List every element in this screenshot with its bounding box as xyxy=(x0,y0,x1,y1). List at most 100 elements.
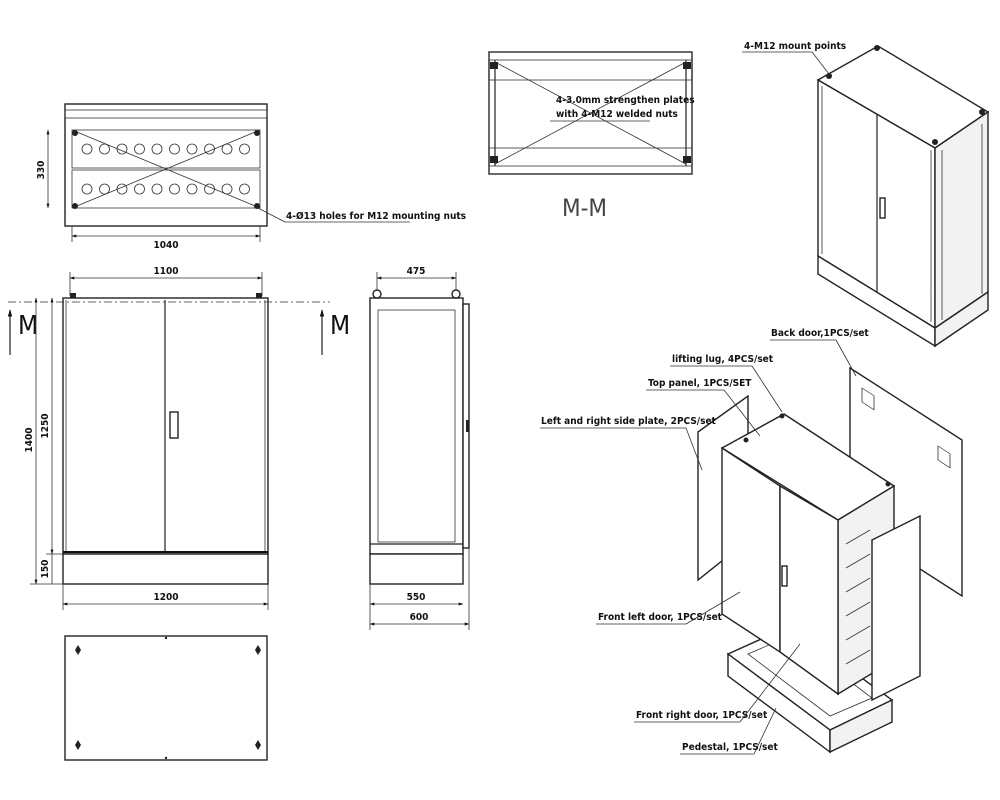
plan-mount-point xyxy=(75,645,81,655)
cable-hole xyxy=(134,143,145,155)
mounting-hole xyxy=(254,130,260,136)
section-mark-left: M xyxy=(18,311,38,341)
dim-1250: 1250 xyxy=(40,413,51,438)
dim-1040: 1040 xyxy=(153,240,178,251)
dim-475: 475 xyxy=(407,266,426,277)
cable-hole xyxy=(99,143,110,155)
cable-hole xyxy=(221,183,233,195)
holes-note: 4-Ø13 holes for M12 mounting nuts xyxy=(286,210,466,222)
mounting-hole xyxy=(72,203,78,209)
top-view-upper-plate xyxy=(71,129,261,169)
cable-hole xyxy=(169,143,180,155)
label-top-panel: Top panel, 1PCS/SET xyxy=(648,378,752,389)
mount-point xyxy=(932,139,938,145)
section-top-rail xyxy=(488,51,693,61)
label-side-plate: Left and right side plate, 2PCS/set xyxy=(541,416,717,427)
leader-line xyxy=(739,643,801,723)
cable-hole xyxy=(169,183,180,195)
welded-nut xyxy=(683,156,691,163)
mounting-hole xyxy=(254,203,260,209)
cable-hole xyxy=(204,143,215,155)
lifting-lug xyxy=(885,481,891,487)
dim-600: 600 xyxy=(410,612,429,623)
plan-center-mark xyxy=(164,756,168,760)
section-title: M-M xyxy=(562,194,607,222)
leader-line xyxy=(257,207,286,223)
exploded-door-handle xyxy=(781,565,788,587)
front-view: M M 1100 1200 1400 1250 150 xyxy=(7,266,350,610)
side-view-handle xyxy=(466,420,469,432)
leader-line xyxy=(685,591,741,625)
exploded-view: Back door,1PCS/set lifting lug, 4PCS/set… xyxy=(540,328,963,755)
cable-hole xyxy=(134,183,145,195)
label-front-left-door: Front left door, 1PCS/set xyxy=(598,612,723,623)
leader-line xyxy=(685,427,703,471)
dim-1200: 1200 xyxy=(153,592,178,603)
rack-rail xyxy=(845,625,871,641)
cable-hole xyxy=(221,143,233,155)
cable-hole xyxy=(239,183,250,195)
lifting-lug xyxy=(372,289,382,299)
isometric-assembled-view: 4-M12 mount points xyxy=(742,41,990,348)
exploded-rack-rails xyxy=(845,529,871,665)
front-view-pedestal xyxy=(62,553,269,585)
mount-point xyxy=(979,109,985,115)
cable-hole xyxy=(151,143,163,155)
dim-330: 330 xyxy=(36,161,47,180)
top-view-holes-row xyxy=(81,183,250,195)
section-view-m-m: 4-3.0mm strengthen plates with 4-M12 wel… xyxy=(488,51,695,222)
lifting-lug xyxy=(256,293,262,298)
plan-center-mark xyxy=(164,636,168,640)
rack-rail xyxy=(845,529,871,545)
section-bottom-rail xyxy=(488,165,693,175)
lifting-lug xyxy=(779,413,785,419)
cable-hole xyxy=(186,143,198,155)
iso-side-face xyxy=(934,110,989,330)
exploded-front-right-door xyxy=(779,484,839,696)
cable-hole xyxy=(116,143,128,155)
label-lifting-lug: lifting lug, 4PCS/set xyxy=(672,354,774,365)
iso-pedestal-side xyxy=(934,290,989,348)
side-view-pedestal xyxy=(369,553,464,585)
back-door-vent xyxy=(937,445,951,469)
cable-hole xyxy=(204,183,215,195)
bottom-plan-view xyxy=(64,635,268,761)
exploded-side-plate-right xyxy=(871,514,921,702)
leader-line xyxy=(751,365,783,413)
section-cross-line xyxy=(494,61,687,165)
rack-rail xyxy=(845,577,871,593)
leader-line xyxy=(723,389,761,437)
cable-hole xyxy=(81,183,93,195)
cable-hole xyxy=(81,143,93,155)
top-view: 1040 330 4-Ø13 holes for M12 mounting nu… xyxy=(36,103,466,251)
bottom-plan-outline xyxy=(64,635,268,761)
section-note-line2: with 4-M12 welded nuts xyxy=(556,109,678,120)
lifting-lug xyxy=(743,437,749,443)
side-view: 475 550 600 xyxy=(369,266,470,630)
plan-mount-point xyxy=(255,740,261,750)
top-view-holes-row xyxy=(81,143,250,155)
label-pedestal: Pedestal, 1PCS/set xyxy=(682,742,778,753)
iso-door-handle xyxy=(879,197,886,219)
side-view-body xyxy=(369,297,464,555)
dim-150: 150 xyxy=(40,560,51,579)
mount-points-note: 4-M12 mount points xyxy=(744,41,846,52)
lifting-lug xyxy=(70,293,76,298)
cable-hole xyxy=(151,183,163,195)
dim-1100: 1100 xyxy=(153,266,178,277)
leader-line xyxy=(753,707,777,755)
lifting-lug xyxy=(451,289,461,299)
welded-nut xyxy=(683,62,691,69)
mounting-hole xyxy=(72,130,78,136)
door-handle xyxy=(169,411,179,439)
plan-mount-point xyxy=(75,740,81,750)
section-mark-right: M xyxy=(330,311,350,341)
mount-point xyxy=(874,45,880,51)
top-view-lower-plate xyxy=(71,169,261,209)
leader-line xyxy=(835,339,857,377)
plan-mount-point xyxy=(255,645,261,655)
cable-hole xyxy=(99,183,110,195)
top-view-flange xyxy=(64,109,268,119)
mount-point xyxy=(826,73,832,79)
